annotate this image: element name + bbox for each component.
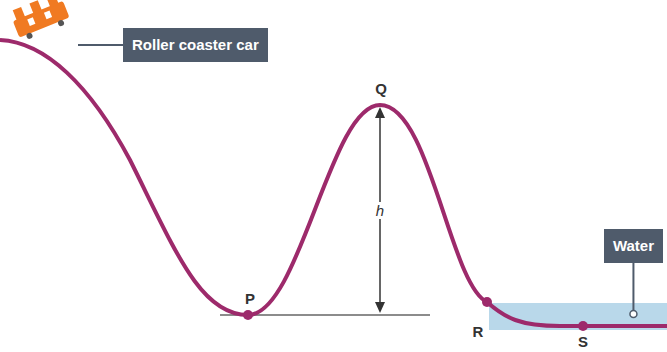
callout-box: Water: [604, 229, 663, 263]
callout-text: Roller coaster car: [132, 36, 259, 54]
arrowhead: [375, 302, 385, 313]
track: [0, 40, 667, 326]
point-label: Q: [375, 80, 387, 97]
callout-box: Roller coaster car: [123, 28, 268, 62]
coaster-car: [9, 0, 71, 42]
point-label: P: [245, 290, 255, 307]
arrowhead: [375, 107, 385, 118]
point-dot: [243, 310, 253, 320]
leader-line: [632, 263, 634, 311]
leader-dot: [630, 311, 637, 318]
point-label: R: [473, 323, 484, 340]
dimension-label: h: [374, 202, 386, 219]
point-label: S: [578, 333, 588, 350]
leader-line: [78, 44, 123, 46]
point-dot: [578, 321, 588, 331]
callout-text: Water: [613, 237, 654, 255]
point-dot: [482, 297, 492, 307]
